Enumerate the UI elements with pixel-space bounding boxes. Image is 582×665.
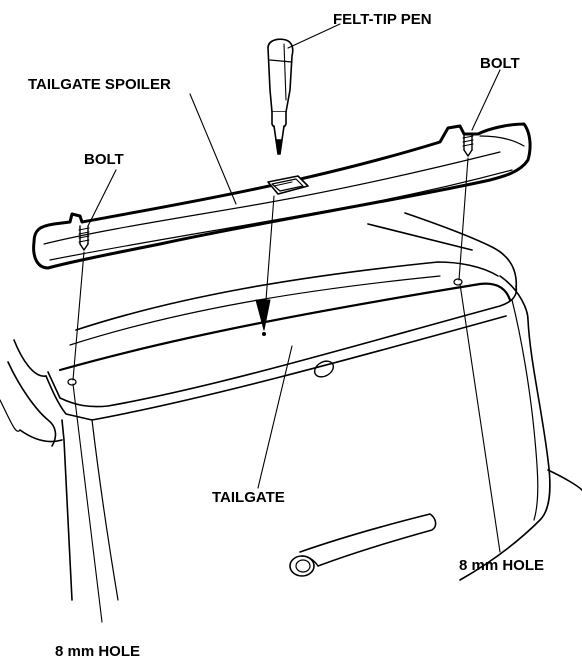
left-hole-label: 8 mm HOLE — [55, 643, 141, 660]
tailgate-spoiler-part — [32, 122, 532, 270]
tailgate-spoiler-label: TAILGATE SPOILER — [28, 76, 171, 93]
left-8mm-hole — [67, 378, 77, 386]
tailgate-label: TAILGATE — [212, 489, 285, 506]
tailgate-body — [0, 212, 582, 601]
alignment-lines — [72, 157, 469, 381]
felt-tip-pen-drawing — [267, 38, 294, 155]
marker-arrow — [255, 299, 271, 331]
left-bolt — [78, 225, 90, 251]
right-bolt — [462, 133, 474, 157]
right-hole-label: 8 mm HOLE — [459, 557, 545, 574]
right-8mm-hole — [453, 278, 463, 286]
right-bolt-label: BOLT — [480, 55, 520, 72]
leader-lines — [72, 23, 501, 623]
left-bolt-label: BOLT — [84, 151, 124, 168]
felt-tip-pen-label: FELT-TIP PEN — [333, 11, 432, 28]
